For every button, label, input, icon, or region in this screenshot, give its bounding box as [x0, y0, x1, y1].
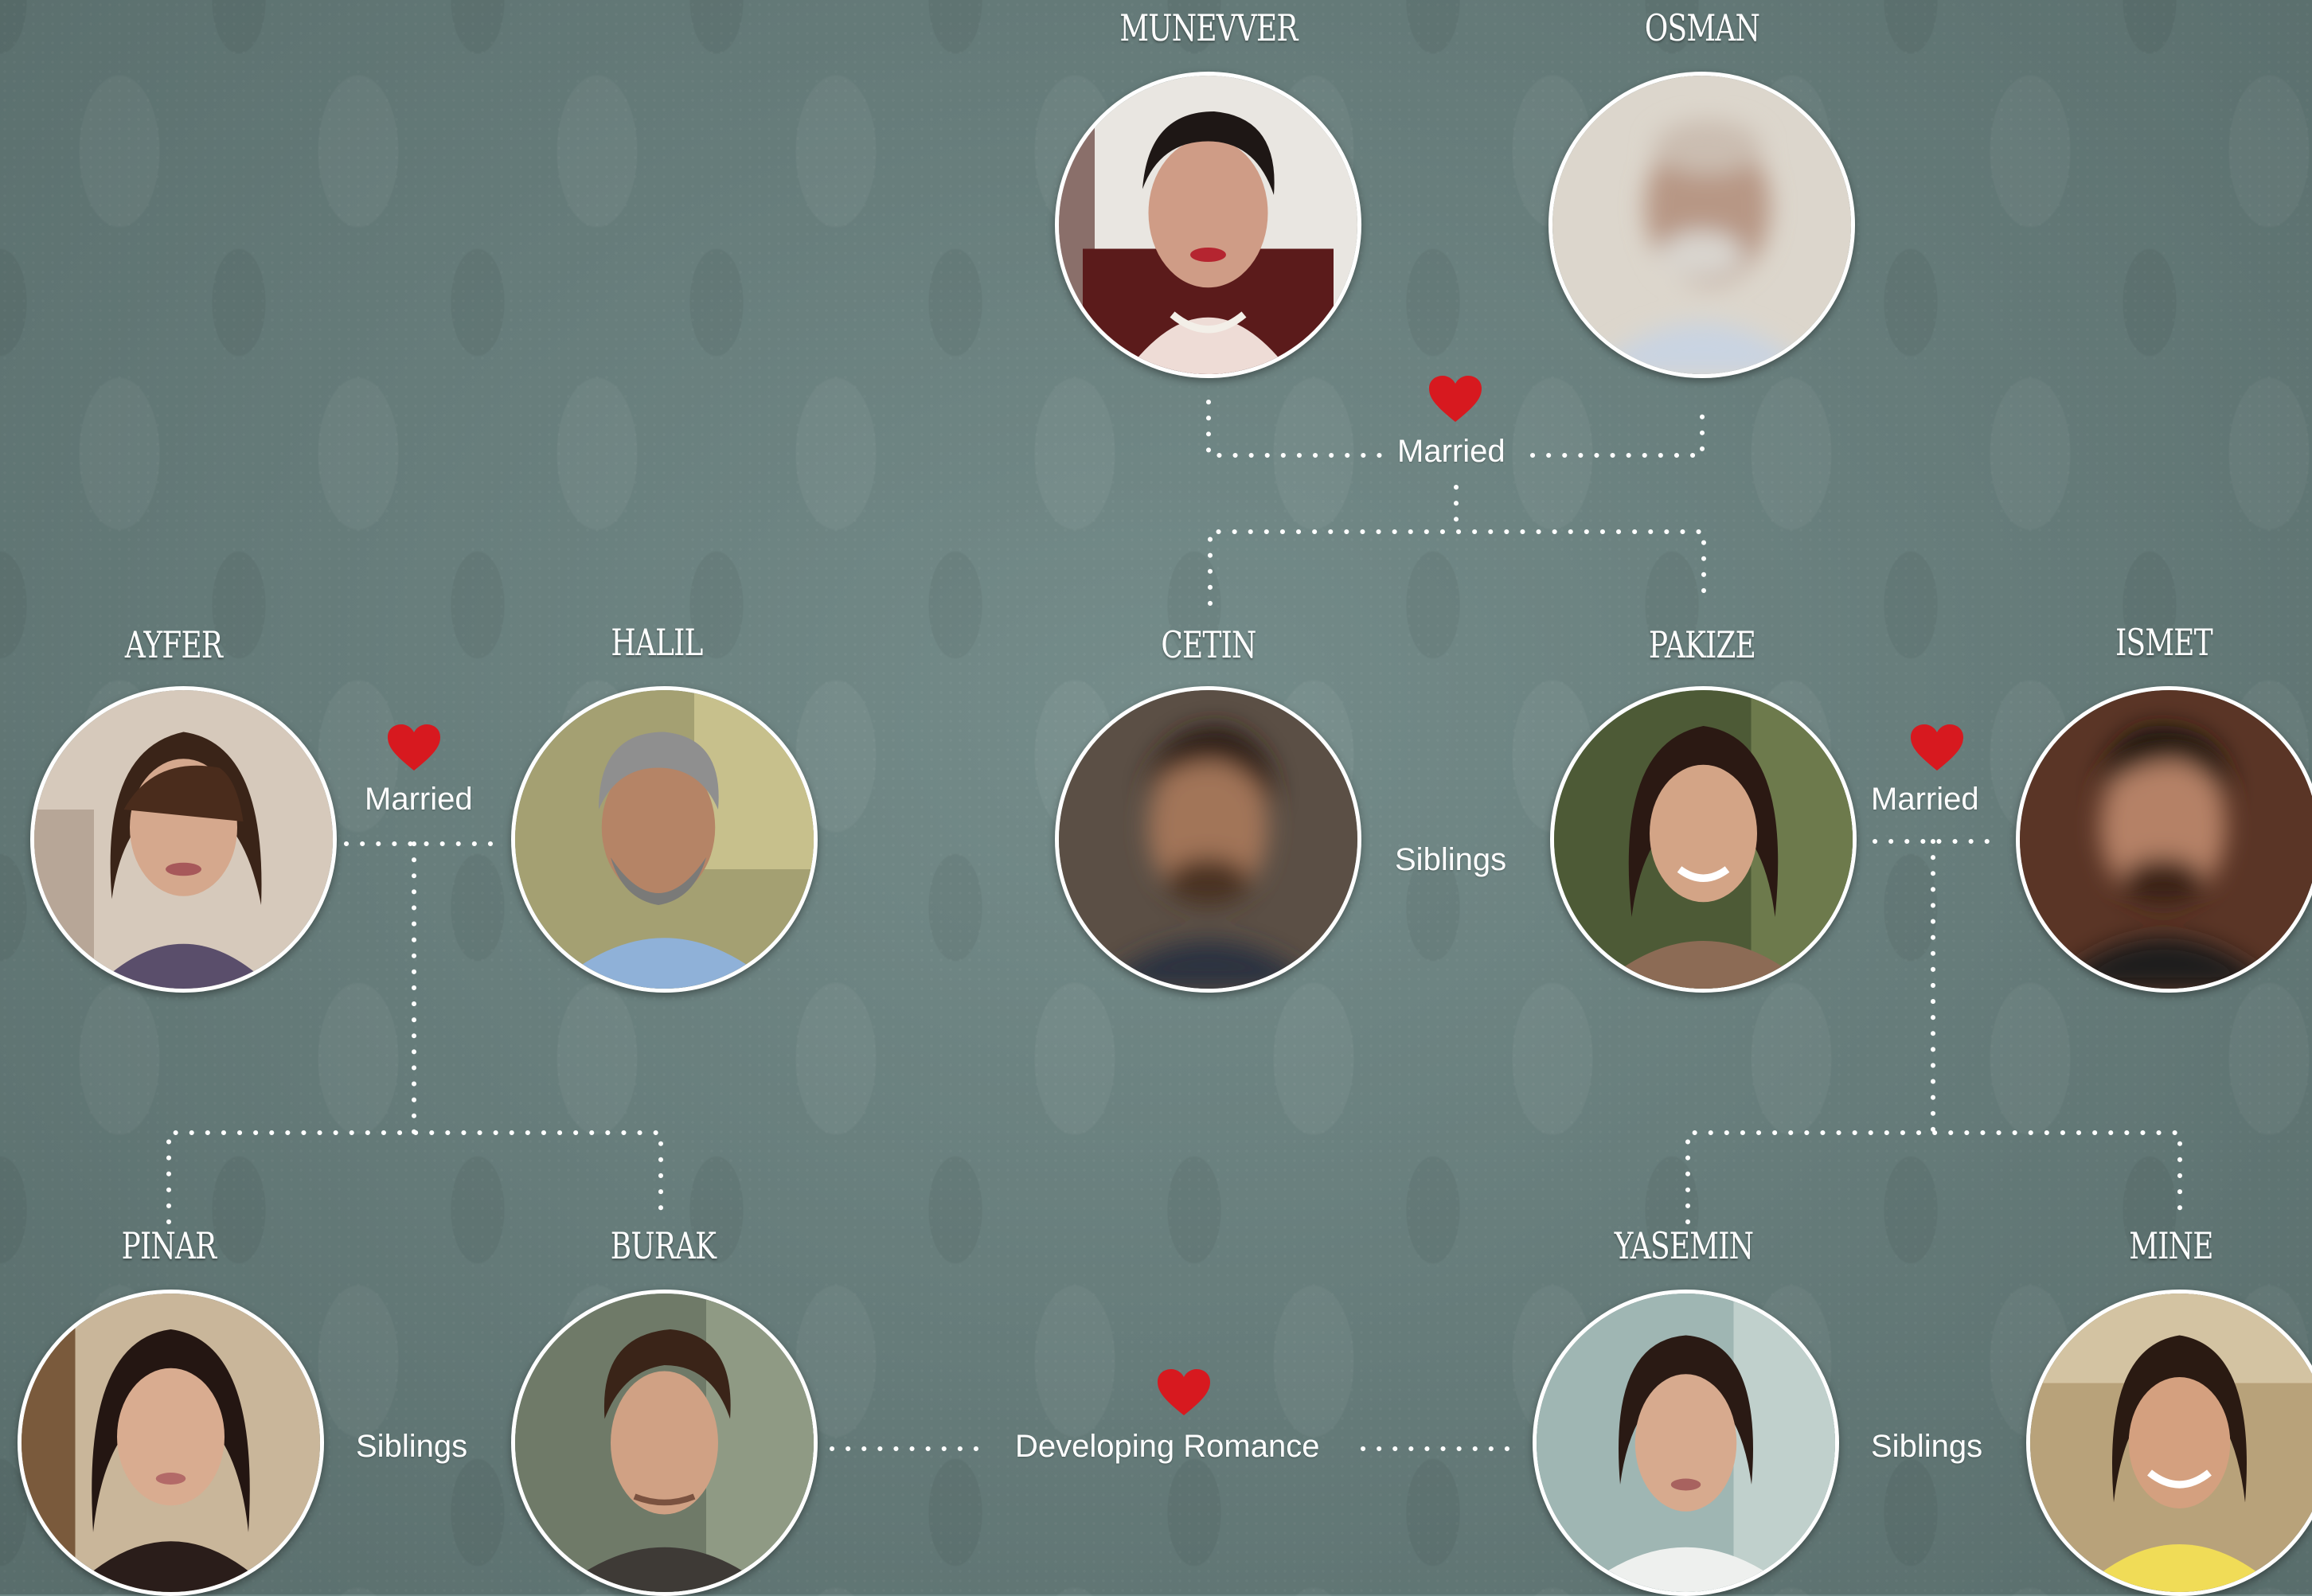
connector-children-bar [1208, 529, 1706, 606]
connector-munevver-osman [1206, 400, 1392, 458]
avatar-osman[interactable] [1548, 72, 1855, 378]
person-name: MINE [2129, 1224, 2213, 1267]
relation-label-ayfer-halil: Married [365, 782, 473, 817]
relation-label-munevver-osman: Married [1397, 434, 1506, 469]
relation-label-pakize-ismet: Married [1871, 782, 1979, 817]
relation-label-cetin-pakize: Siblings [1395, 842, 1507, 877]
avatar-pinar[interactable] [18, 1290, 324, 1596]
relation-label-burak-yasemin: Developing Romance [1015, 1429, 1320, 1464]
avatar-pakize[interactable] [1550, 686, 1857, 993]
person-name: BURAK [610, 1224, 717, 1267]
avatar-ismet[interactable] [2016, 686, 2312, 993]
heart-icon [1911, 724, 1963, 771]
person-name: PINAR [121, 1224, 217, 1267]
person-name: YASEMIN [1614, 1224, 1754, 1267]
avatar-mine[interactable] [2026, 1290, 2312, 1596]
heart-icon [388, 724, 440, 771]
person-name: OSMAN [1644, 6, 1760, 49]
avatar-halil[interactable] [511, 686, 818, 993]
person-name: CETIN [1161, 623, 1256, 666]
person-name: ISMET [2115, 621, 2212, 664]
connector-osman-munevver [1530, 400, 1705, 458]
avatar-yasemin[interactable] [1533, 1290, 1839, 1596]
person-name: MUNEVVER [1119, 6, 1298, 49]
avatar-ayfer[interactable] [30, 686, 337, 993]
person-name: HALIL [611, 621, 703, 664]
person-name: AYFER [124, 623, 223, 666]
heart-icon [1429, 376, 1482, 422]
person-name: PAKIZE [1648, 623, 1756, 666]
relation-label-yasemin-mine: Siblings [1871, 1429, 1983, 1464]
avatar-burak[interactable] [511, 1290, 818, 1596]
connector-yasemin-mine-bar [1685, 1130, 2182, 1224]
heart-icon [1158, 1369, 1210, 1415]
avatar-munevver[interactable] [1055, 72, 1361, 378]
relation-label-pinar-burak: Siblings [356, 1429, 468, 1464]
connector-pinar-burak-bar [166, 1130, 663, 1224]
avatar-cetin[interactable] [1055, 686, 1361, 993]
